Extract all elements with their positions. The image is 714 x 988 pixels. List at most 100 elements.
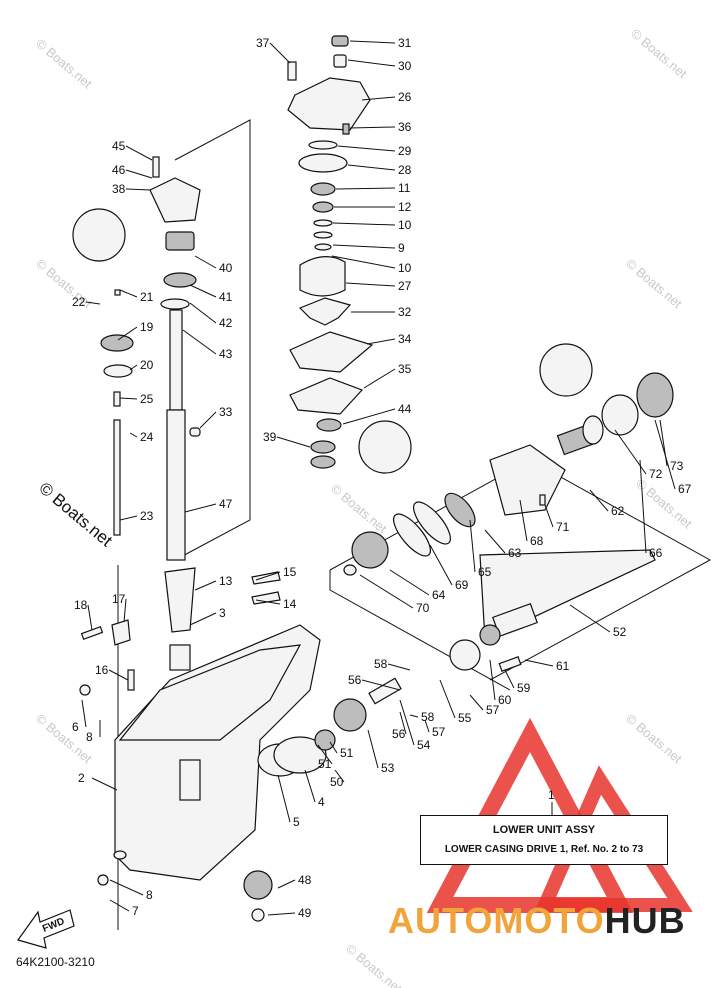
ref-label-65: 65	[478, 565, 492, 579]
ref-label-51: 51	[340, 746, 354, 760]
leader-line	[349, 40, 396, 44]
legend-subtitle: LOWER CASING DRIVE 1, Ref. No. 2 to 73	[444, 844, 644, 855]
ref-label-73: 73	[670, 459, 684, 473]
brand-part2: HUB	[604, 900, 686, 941]
leader-line	[189, 284, 217, 298]
ref-label-64: 64	[432, 588, 446, 602]
ref-label-20: 20	[140, 358, 154, 372]
ref-label-13: 13	[219, 574, 233, 588]
leader-line	[334, 769, 345, 783]
ref-label-27: 27	[398, 279, 412, 293]
prop-shaft-group	[343, 372, 674, 672]
leader-line	[129, 432, 138, 438]
leader-line	[524, 659, 554, 667]
ref-label-58: 58	[421, 710, 435, 724]
ref-label-53: 53	[381, 761, 395, 775]
leader-line	[91, 777, 118, 791]
ref-label-30: 30	[398, 59, 412, 73]
leader-line	[85, 301, 101, 305]
leader-line	[87, 604, 93, 631]
leader-line	[125, 145, 153, 161]
ref-label-3: 3	[219, 606, 226, 620]
ref-label-4: 4	[318, 795, 325, 809]
ref-label-8: 8	[146, 888, 153, 902]
leader-line	[267, 912, 296, 916]
ref-label-2: 2	[78, 771, 85, 785]
leader-line	[347, 59, 396, 67]
ref-label-7: 7	[132, 904, 139, 918]
leader-line	[255, 599, 281, 605]
ref-label-23: 23	[140, 509, 154, 523]
ref-label-71: 71	[556, 520, 570, 534]
ref-label-51: 51	[318, 757, 332, 771]
ref-label-41: 41	[219, 290, 233, 304]
leader-line	[109, 879, 144, 896]
fwd-arrow: FWD	[17, 909, 75, 949]
watermark-text: © Boats.net	[33, 36, 95, 92]
ref-label-67: 67	[678, 482, 692, 496]
leader-line	[363, 368, 396, 389]
legend-title: LOWER UNIT ASSY	[492, 824, 596, 836]
ref-label-36: 36	[398, 120, 412, 134]
leader-line	[189, 302, 217, 324]
ref-label-48: 48	[298, 873, 312, 887]
watermark-text: © Boats.net	[343, 941, 405, 988]
ref-label-10: 10	[398, 218, 412, 232]
gear-group	[243, 677, 402, 922]
leader-line	[399, 711, 407, 735]
brand-wordmark: AUTOMOTOHUB	[388, 900, 686, 942]
ref-label-50: 50	[330, 775, 344, 789]
watermark-text: © Boats.net	[33, 256, 95, 312]
leader-line	[347, 164, 396, 171]
ref-label-24: 24	[140, 430, 154, 444]
ref-label-44: 44	[398, 402, 412, 416]
ref-label-32: 32	[398, 305, 412, 319]
leader-line	[429, 544, 453, 586]
leader-line	[109, 899, 130, 912]
leader-line	[332, 244, 396, 249]
ref-label-56: 56	[348, 673, 362, 687]
ref-label-25: 25	[140, 392, 154, 406]
watermark-text: © Boats.net	[623, 256, 685, 312]
ref-label-59: 59	[517, 681, 531, 695]
leader-line	[614, 429, 647, 475]
leader-line	[329, 741, 338, 754]
leader-line	[276, 436, 311, 448]
leader-line	[489, 659, 496, 701]
ref-label-63: 63	[508, 546, 522, 560]
ref-label-18: 18	[74, 598, 88, 612]
ref-label-15: 15	[283, 565, 297, 579]
leader-line	[335, 187, 396, 190]
ref-label-33: 33	[219, 405, 233, 419]
leader-line	[119, 515, 138, 521]
leader-line	[387, 663, 411, 671]
ref-label-6: 6	[72, 720, 79, 734]
leader-line	[317, 744, 333, 765]
leader-line	[129, 364, 138, 371]
leader-line	[184, 503, 217, 513]
ref-label-58: 58	[374, 657, 388, 671]
leader-line	[519, 499, 528, 542]
ref-label-5: 5	[293, 815, 300, 829]
ref-label-34: 34	[398, 332, 412, 346]
leader-line	[569, 604, 611, 633]
ref-label-40: 40	[219, 261, 233, 275]
ref-label-57: 57	[486, 703, 500, 717]
ref-label-68: 68	[530, 534, 544, 548]
leader-line	[277, 879, 296, 889]
lubricant-callouts	[72, 208, 593, 474]
ref-label-8: 8	[86, 730, 93, 744]
leader-line	[269, 42, 291, 64]
ref-label-57: 57	[432, 725, 446, 739]
ref-label-61: 61	[556, 659, 570, 673]
ref-label-35: 35	[398, 362, 412, 376]
ref-label-10: 10	[398, 261, 412, 275]
leader-line	[119, 289, 138, 298]
leader-line	[277, 774, 291, 823]
leader-line	[331, 255, 396, 269]
brand-part1: AUTOMOTO	[388, 900, 605, 941]
drive-shaft-group	[100, 156, 281, 671]
ref-label-46: 46	[112, 163, 126, 177]
watermark-text: © Boats.net	[35, 479, 116, 551]
